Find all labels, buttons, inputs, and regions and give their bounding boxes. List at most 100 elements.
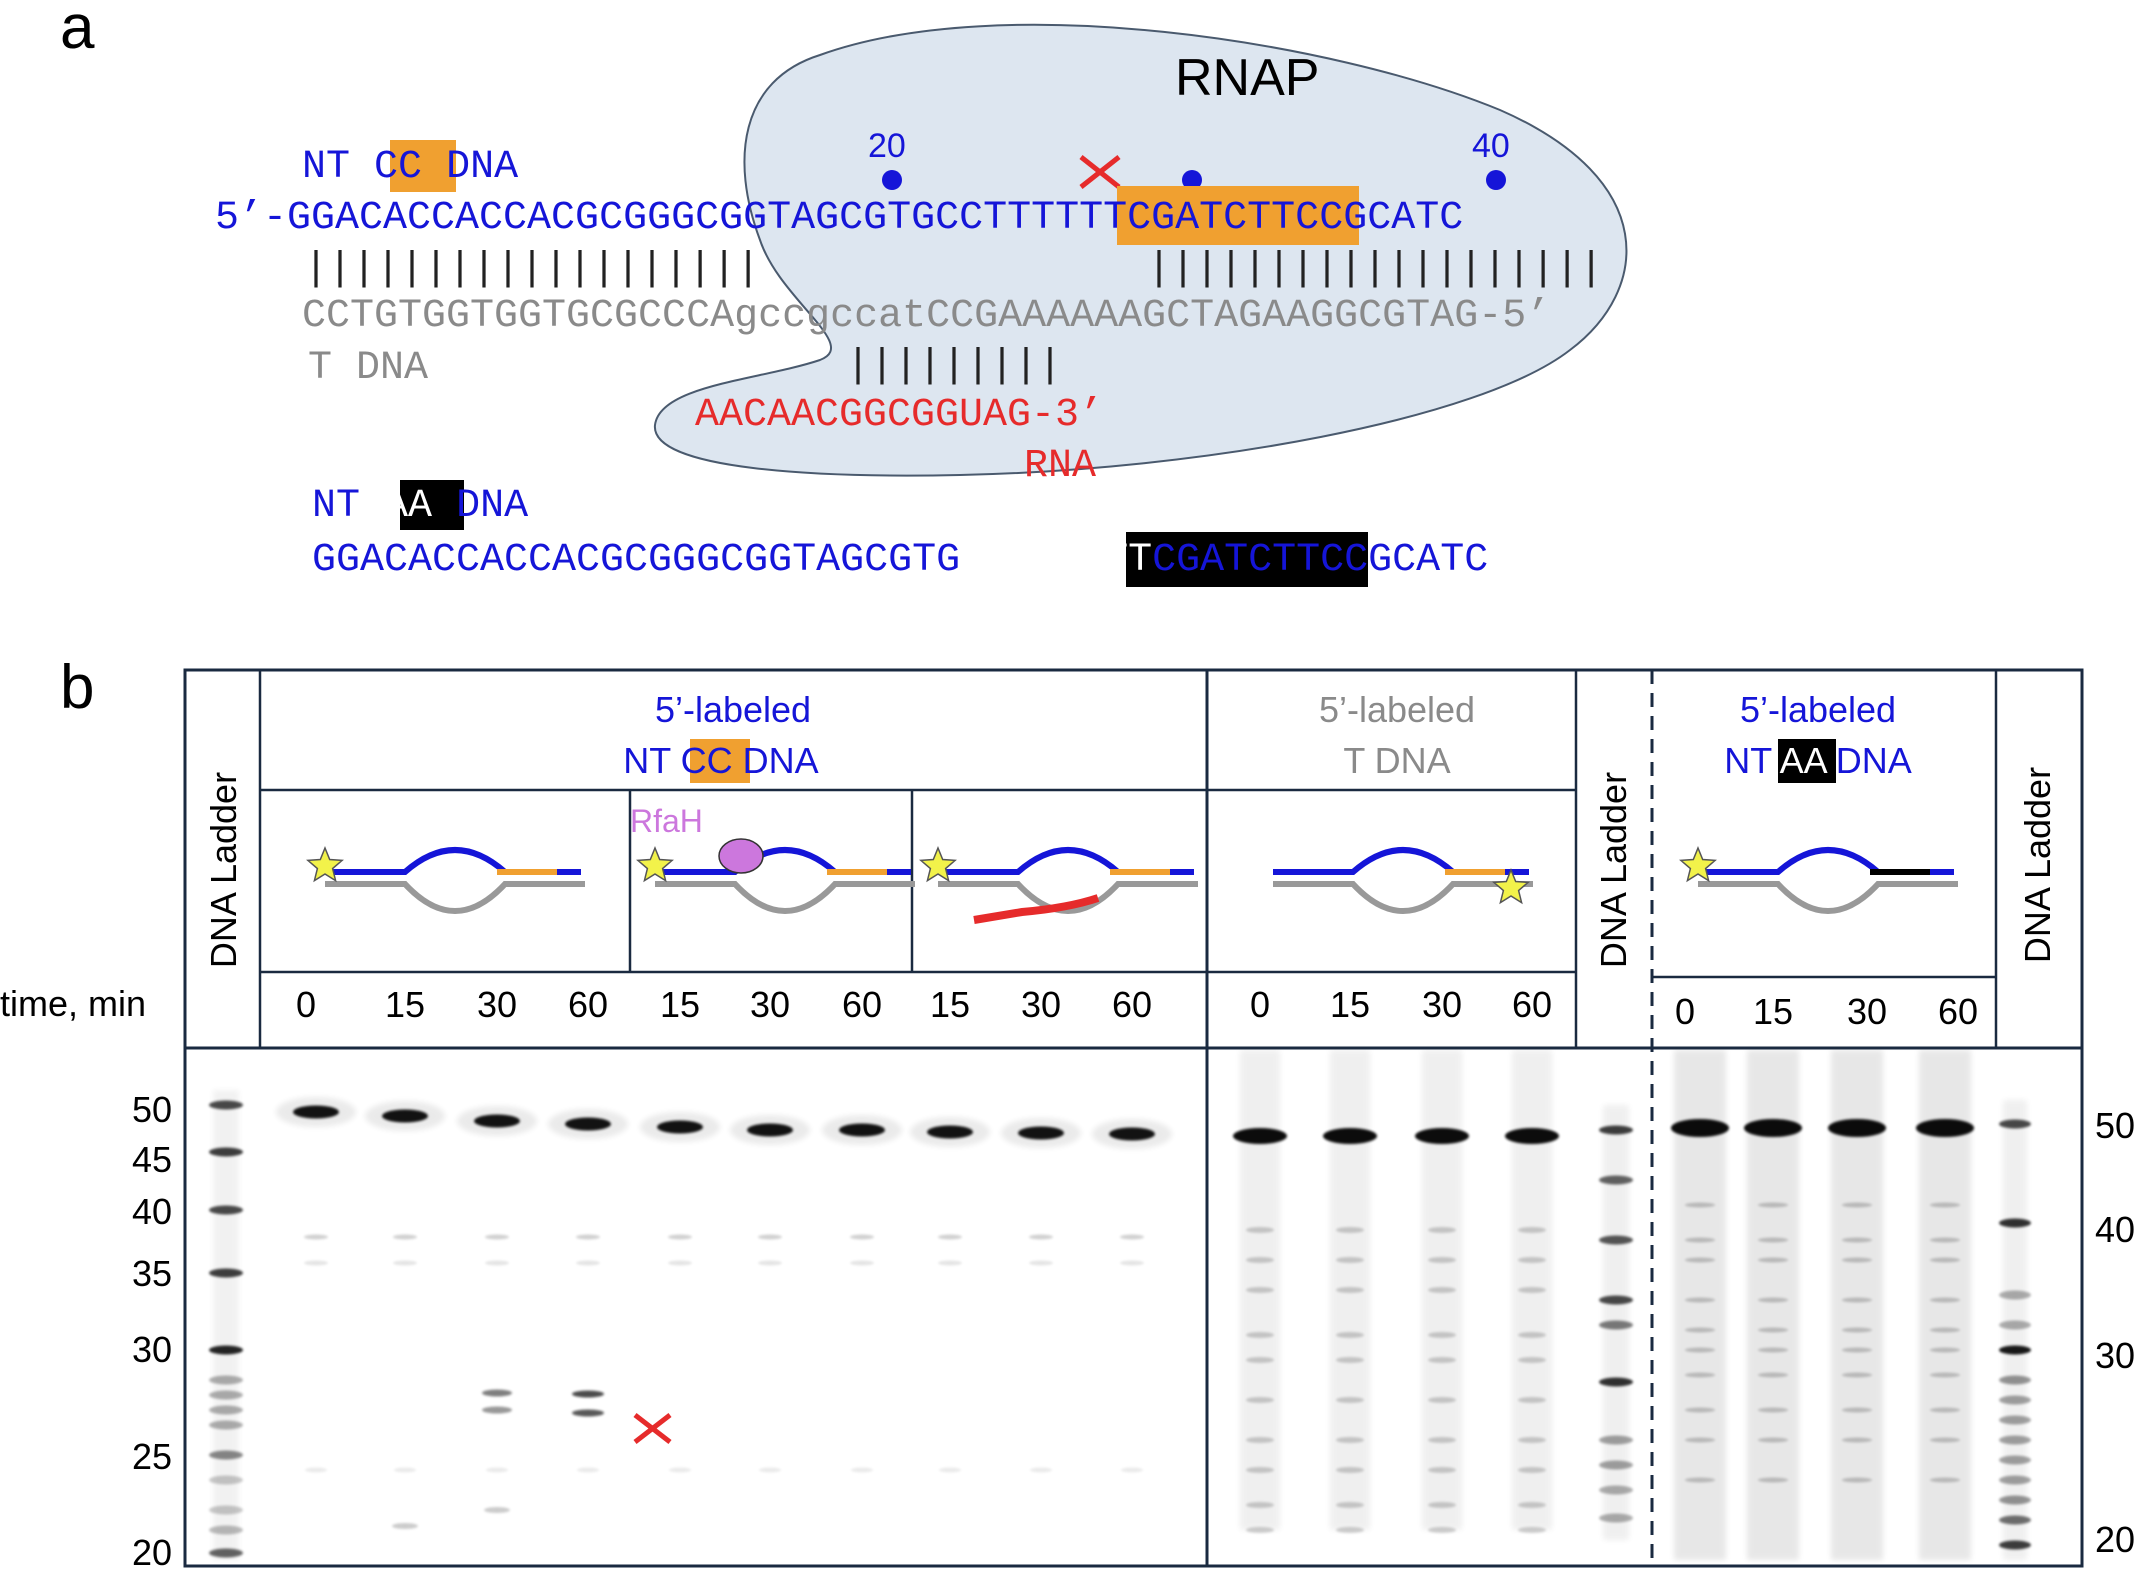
gel-band — [1428, 1227, 1456, 1233]
gel-band — [1842, 1407, 1872, 1413]
gel-band — [1428, 1257, 1456, 1263]
gel-band — [1518, 1397, 1546, 1403]
t-dna-label: T DNA — [308, 346, 428, 391]
gel-band — [1842, 1237, 1872, 1243]
gel-band — [1685, 1407, 1715, 1413]
gel-band — [1758, 1477, 1788, 1483]
gel-band — [576, 1260, 600, 1266]
size-marker-right: 20 — [2095, 1519, 2135, 1560]
gel-band — [1599, 1513, 1633, 1523]
gel-band — [1685, 1437, 1715, 1443]
gel-band — [1999, 1455, 2031, 1465]
gel-band — [1336, 1437, 1364, 1443]
gel-band — [1685, 1372, 1715, 1378]
gel-band — [668, 1260, 692, 1266]
gel-band — [209, 1525, 243, 1535]
time-label: 30 — [1422, 984, 1462, 1025]
group2-title: 5’-labeled — [1319, 689, 1475, 730]
time-label: 60 — [1938, 991, 1978, 1032]
gel-band — [1842, 1257, 1872, 1263]
gel-band — [1428, 1287, 1456, 1293]
gel-band — [382, 1109, 428, 1123]
gel-band — [1685, 1257, 1715, 1263]
gel-band — [1758, 1237, 1788, 1243]
time-label: 60 — [1512, 984, 1552, 1025]
gel-band — [1518, 1467, 1546, 1473]
group1-cc-box — [690, 739, 750, 783]
gel-band — [392, 1523, 418, 1529]
gel-band — [1842, 1327, 1872, 1333]
gel-band — [1842, 1202, 1872, 1208]
gel-band — [305, 1467, 327, 1473]
gel-band — [572, 1409, 604, 1417]
label-star-icon — [1492, 868, 1530, 905]
gel-band — [1758, 1437, 1788, 1443]
gel-band — [1930, 1372, 1960, 1378]
size-marker-right: 30 — [2095, 1335, 2135, 1376]
gel-band — [758, 1234, 782, 1240]
gel-band — [839, 1123, 885, 1137]
gel-band — [209, 1268, 243, 1278]
gel-band — [1336, 1357, 1364, 1363]
gel-band — [1599, 1320, 1633, 1330]
gel-band — [1842, 1372, 1872, 1378]
cleavage-x-gel-icon — [633, 1413, 672, 1444]
lane-smear — [2003, 1100, 2027, 1560]
label-star-icon — [1679, 846, 1717, 883]
size-marker-right: 40 — [2095, 1209, 2135, 1250]
cleavage-x-icon — [1079, 155, 1121, 189]
aa-highlight-box — [400, 480, 464, 530]
size-marker-left: 20 — [132, 1532, 172, 1570]
gel-band — [1246, 1437, 1274, 1443]
gel-band — [209, 1345, 243, 1355]
gel-band — [209, 1100, 243, 1110]
gel-band — [747, 1123, 793, 1137]
gel-band — [1999, 1495, 2031, 1505]
gel-band — [572, 1390, 604, 1398]
gel-band — [1930, 1257, 1960, 1263]
gel-band — [1246, 1287, 1274, 1293]
gel-band — [851, 1467, 873, 1473]
panel-a-label: a — [60, 0, 95, 62]
gel-band — [1930, 1237, 1960, 1243]
gel-band — [1599, 1460, 1633, 1470]
gel-band — [1842, 1347, 1872, 1353]
gel-band — [1246, 1257, 1274, 1263]
gel-band — [1505, 1128, 1559, 1144]
gel-band — [1336, 1227, 1364, 1233]
gel-band — [1246, 1527, 1274, 1533]
gel-band — [1758, 1327, 1788, 1333]
gel-band — [1246, 1357, 1274, 1363]
base-pairs-left: ||||||||||||||||||| — [304, 247, 760, 292]
nontemplate-strand — [938, 847, 1126, 875]
time-label: 15 — [1330, 984, 1370, 1025]
gel-band — [1518, 1257, 1546, 1263]
gel-band — [1999, 1345, 2031, 1355]
gel-band — [1930, 1437, 1960, 1443]
group3-title: 5’-labeled — [1740, 689, 1896, 730]
time-label: 0 — [1675, 991, 1695, 1032]
gel-band — [482, 1406, 512, 1414]
gel-band — [1518, 1357, 1546, 1363]
gel-band — [1428, 1357, 1456, 1363]
gel-band — [394, 1467, 416, 1473]
template-strand — [655, 881, 915, 914]
gel-band — [209, 1505, 243, 1515]
time-label: 15 — [385, 984, 425, 1025]
lane-smear — [213, 1090, 239, 1560]
gel-band — [668, 1234, 692, 1240]
gel-band — [657, 1120, 703, 1134]
gel-band — [759, 1467, 781, 1473]
size-marker-right: 50 — [2095, 1105, 2135, 1146]
cc-highlight-box — [390, 140, 456, 192]
gel-band — [939, 1467, 961, 1473]
gel-band — [938, 1260, 962, 1266]
size-marker-left: 45 — [132, 1139, 172, 1180]
time-label: 60 — [1112, 984, 1152, 1025]
gel-band — [1999, 1515, 2031, 1525]
label-star-icon — [636, 846, 674, 883]
gel-band — [393, 1234, 417, 1240]
gel-band — [1030, 1467, 1052, 1473]
nontemplate-strand — [325, 847, 513, 875]
